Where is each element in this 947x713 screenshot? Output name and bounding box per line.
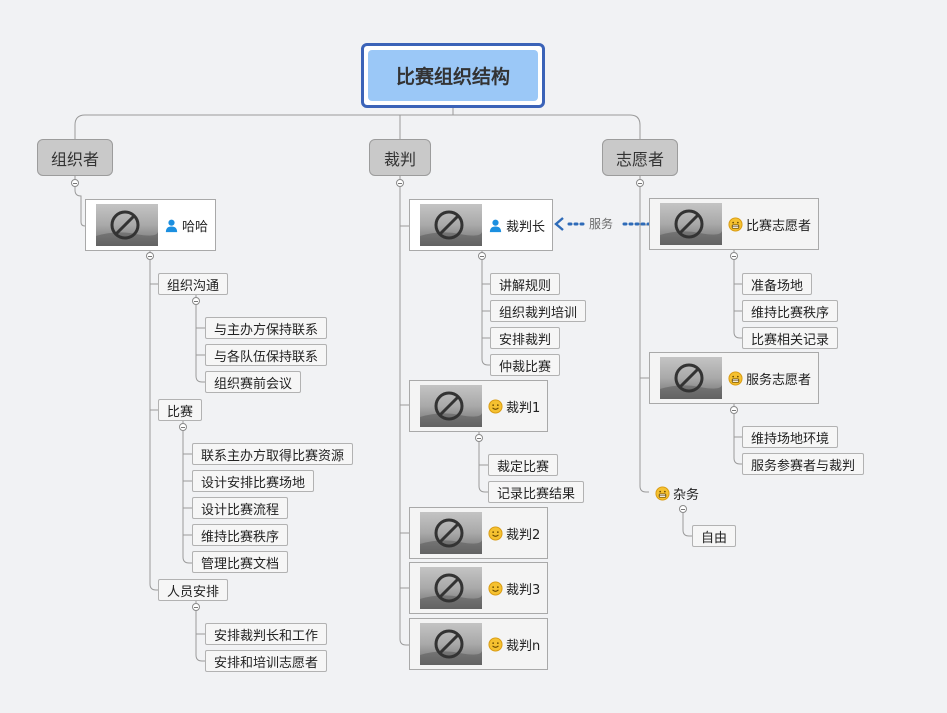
leaf-item[interactable]: 设计安排比赛场地 — [192, 470, 315, 492]
card-referee-2[interactable]: 裁判2 — [409, 507, 548, 559]
leaf-item[interactable]: 服务参赛者与裁判 — [742, 453, 865, 475]
card-organizer-haha[interactable]: 哈哈 — [85, 199, 216, 251]
card-name: 裁判1 — [506, 400, 541, 416]
topic-misc[interactable]: 杂务 — [655, 483, 699, 503]
leaf-item[interactable]: 比赛相关记录 — [742, 327, 839, 349]
placeholder-image — [420, 204, 482, 246]
card-name: 裁判长 — [506, 219, 546, 235]
collapse-toggle[interactable] — [192, 297, 200, 305]
leaf-item[interactable]: 讲解规则 — [490, 273, 561, 295]
collapse-toggle[interactable] — [179, 423, 187, 431]
person-icon — [489, 219, 502, 232]
topic-match[interactable]: 比赛 — [158, 399, 203, 421]
branch-volunteer[interactable]: 志愿者 — [602, 139, 678, 176]
collapse-toggle[interactable] — [636, 179, 644, 187]
card-name: 裁判3 — [506, 582, 541, 598]
placeholder-image — [660, 357, 722, 399]
smile-icon — [488, 525, 503, 541]
smile-icon — [488, 580, 503, 596]
collapse-toggle[interactable] — [396, 179, 404, 187]
placeholder-image — [420, 567, 482, 609]
collapse-toggle[interactable] — [730, 406, 738, 414]
leaf-item[interactable]: 安排裁判长和工作 — [205, 623, 328, 645]
card-name: 哈哈 — [182, 219, 209, 235]
card-service-volunteer[interactable]: 服务志愿者 — [649, 352, 819, 404]
card-referee-n[interactable]: 裁判n — [409, 618, 548, 670]
card-referee-1[interactable]: 裁判1 — [409, 380, 548, 432]
leaf-item[interactable]: 组织赛前会议 — [205, 371, 302, 393]
card-name: 裁判2 — [506, 527, 541, 543]
placeholder-image — [420, 623, 482, 665]
leaf-item[interactable]: 记录比赛结果 — [488, 481, 585, 503]
card-name: 比赛志愿者 — [746, 218, 812, 234]
leaf-item[interactable]: 设计比赛流程 — [192, 497, 289, 519]
card-name: 服务志愿者 — [746, 372, 812, 388]
branch-referee[interactable]: 裁判 — [369, 139, 431, 176]
collapse-toggle[interactable] — [478, 252, 486, 260]
leaf-item[interactable]: 自由 — [692, 525, 737, 547]
person-icon — [165, 219, 178, 232]
grin-icon — [655, 485, 670, 501]
card-referee-3[interactable]: 裁判3 — [409, 562, 548, 614]
relationship-label: 服务 — [587, 215, 616, 232]
leaf-item[interactable]: 维持比赛秩序 — [742, 300, 839, 322]
leaf-item[interactable]: 安排和培训志愿者 — [205, 650, 328, 672]
leaf-item[interactable]: 组织裁判培训 — [490, 300, 587, 322]
collapse-toggle[interactable] — [679, 505, 687, 513]
collapse-toggle[interactable] — [730, 252, 738, 260]
grin-icon — [728, 216, 743, 232]
placeholder-image — [96, 204, 158, 246]
leaf-item[interactable]: 联系主办方取得比赛资源 — [192, 443, 354, 465]
topic-staffing[interactable]: 人员安排 — [158, 579, 229, 601]
leaf-item[interactable]: 裁定比赛 — [488, 454, 559, 476]
card-name: 裁判n — [506, 638, 541, 654]
smile-icon — [488, 398, 503, 414]
placeholder-image — [660, 203, 722, 245]
collapse-toggle[interactable] — [146, 252, 154, 260]
branch-organizer[interactable]: 组织者 — [37, 139, 113, 176]
collapse-toggle[interactable] — [475, 434, 483, 442]
placeholder-image — [420, 385, 482, 427]
placeholder-image — [420, 512, 482, 554]
card-chief-referee[interactable]: 裁判长 — [409, 199, 553, 251]
leaf-item[interactable]: 与各队伍保持联系 — [205, 344, 328, 366]
smile-icon — [488, 636, 503, 652]
leaf-item[interactable]: 维持比赛秩序 — [192, 524, 289, 546]
root-title: 比赛组织结构 — [368, 50, 538, 101]
topic-communication[interactable]: 组织沟通 — [158, 273, 229, 295]
grin-icon — [728, 370, 743, 386]
leaf-item[interactable]: 管理比赛文档 — [192, 551, 289, 573]
card-match-volunteer[interactable]: 比赛志愿者 — [649, 198, 819, 250]
leaf-item[interactable]: 仲裁比赛 — [490, 354, 561, 376]
leaf-item[interactable]: 安排裁判 — [490, 327, 561, 349]
root-topic[interactable]: 比赛组织结构 — [361, 43, 545, 108]
collapse-toggle[interactable] — [192, 603, 200, 611]
leaf-item[interactable]: 准备场地 — [742, 273, 813, 295]
topic-label: 杂务 — [673, 487, 700, 503]
collapse-toggle[interactable] — [71, 179, 79, 187]
leaf-item[interactable]: 与主办方保持联系 — [205, 317, 328, 339]
leaf-item[interactable]: 维持场地环境 — [742, 426, 839, 448]
